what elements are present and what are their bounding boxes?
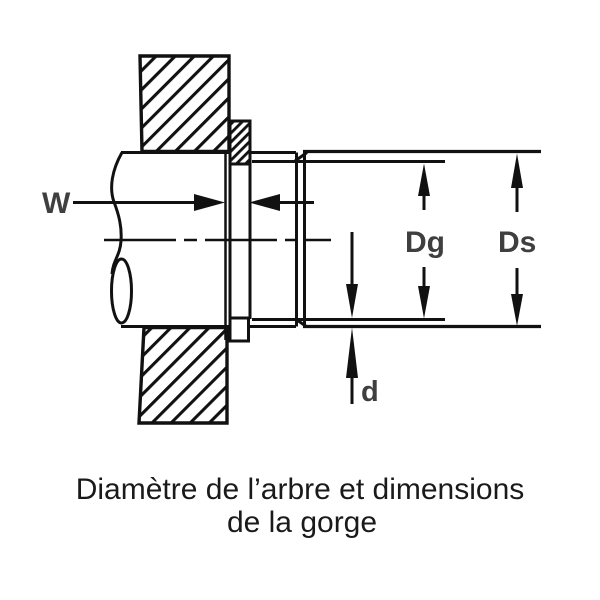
dg-arrowhead-down-icon <box>418 286 430 319</box>
ds-arrowhead-up-icon <box>511 153 523 188</box>
ring-cross-section-top <box>228 119 252 166</box>
retaining-ring <box>224 119 252 343</box>
upper-housing-hatch <box>138 54 231 154</box>
shaft-break-ellipse <box>110 257 133 325</box>
break-chamfer-top <box>294 151 308 163</box>
ring-cross-section-bottom <box>228 316 250 343</box>
shaft-right-break <box>294 151 308 329</box>
caption-line-1: Diamètre de l’arbre et dimensions <box>76 473 525 506</box>
break-chamfer-bottom <box>294 317 308 329</box>
d-arrowhead-up-icon <box>346 327 358 378</box>
dg-arrowhead-up-icon <box>418 163 430 196</box>
lower-housing-block <box>137 325 229 425</box>
label-d: d <box>361 376 379 408</box>
label-dg: Dg <box>405 226 445 259</box>
figure-caption: Diamètre de l’arbre et dimensions de la … <box>76 473 525 539</box>
ds-arrowhead-down-icon <box>511 294 523 326</box>
reference-lines <box>252 149 541 329</box>
shaft-break-curve <box>110 151 124 275</box>
dimension-w: W <box>42 187 314 220</box>
w-arrowhead-right-icon <box>194 194 225 211</box>
d-arrowhead-down-icon <box>346 284 358 318</box>
label-w: W <box>42 187 71 220</box>
dimension-ds: Ds <box>498 153 536 326</box>
upper-housing-block <box>138 54 231 154</box>
caption-line-2: de la gorge <box>227 506 377 539</box>
label-ds: Ds <box>498 226 536 259</box>
dimension-d: d <box>346 232 379 408</box>
w-arrowhead-left-icon <box>249 194 280 211</box>
lower-housing-hatch <box>137 325 229 425</box>
dimension-dg: Dg <box>405 163 445 319</box>
